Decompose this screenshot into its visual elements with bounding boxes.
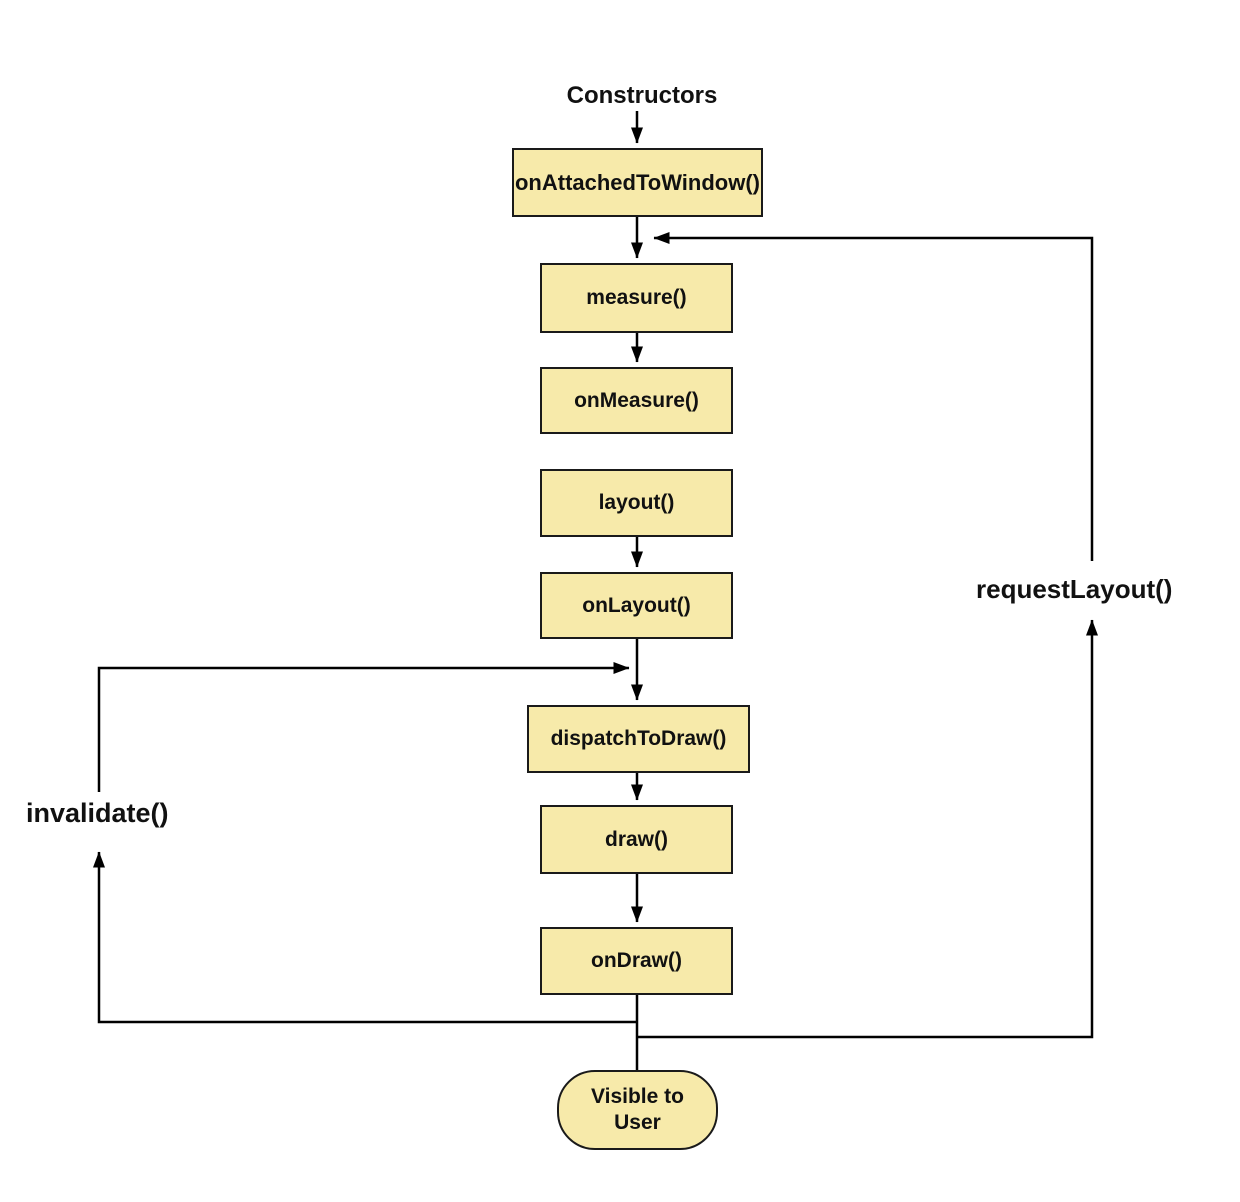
loop-invalidate-return-line [93,851,637,1024]
node-measure: measure() [540,263,733,333]
loop-requestlayout-return-line [637,619,1098,1039]
node-visible-to-user: Visible to User [557,1070,718,1150]
node-ondraw: onDraw() [540,927,733,995]
node-draw: draw() [540,805,733,874]
entry-label-constructors: Constructors [566,82,718,109]
loop-label-invalidate: invalidate() [26,798,169,828]
node-onattachedtowindow: onAttachedToWindow() [512,148,763,217]
loop-label-request-layout: requestLayout() [976,574,1173,604]
loop-invalidate-forward-line [97,662,630,792]
node-dispatchtodraw: dispatchToDraw() [527,705,750,773]
loop-requestlayout-forward-line [653,232,1094,561]
node-onmeasure: onMeasure() [540,367,733,434]
node-onlayout: onLayout() [540,572,733,639]
node-layout: layout() [540,469,733,537]
